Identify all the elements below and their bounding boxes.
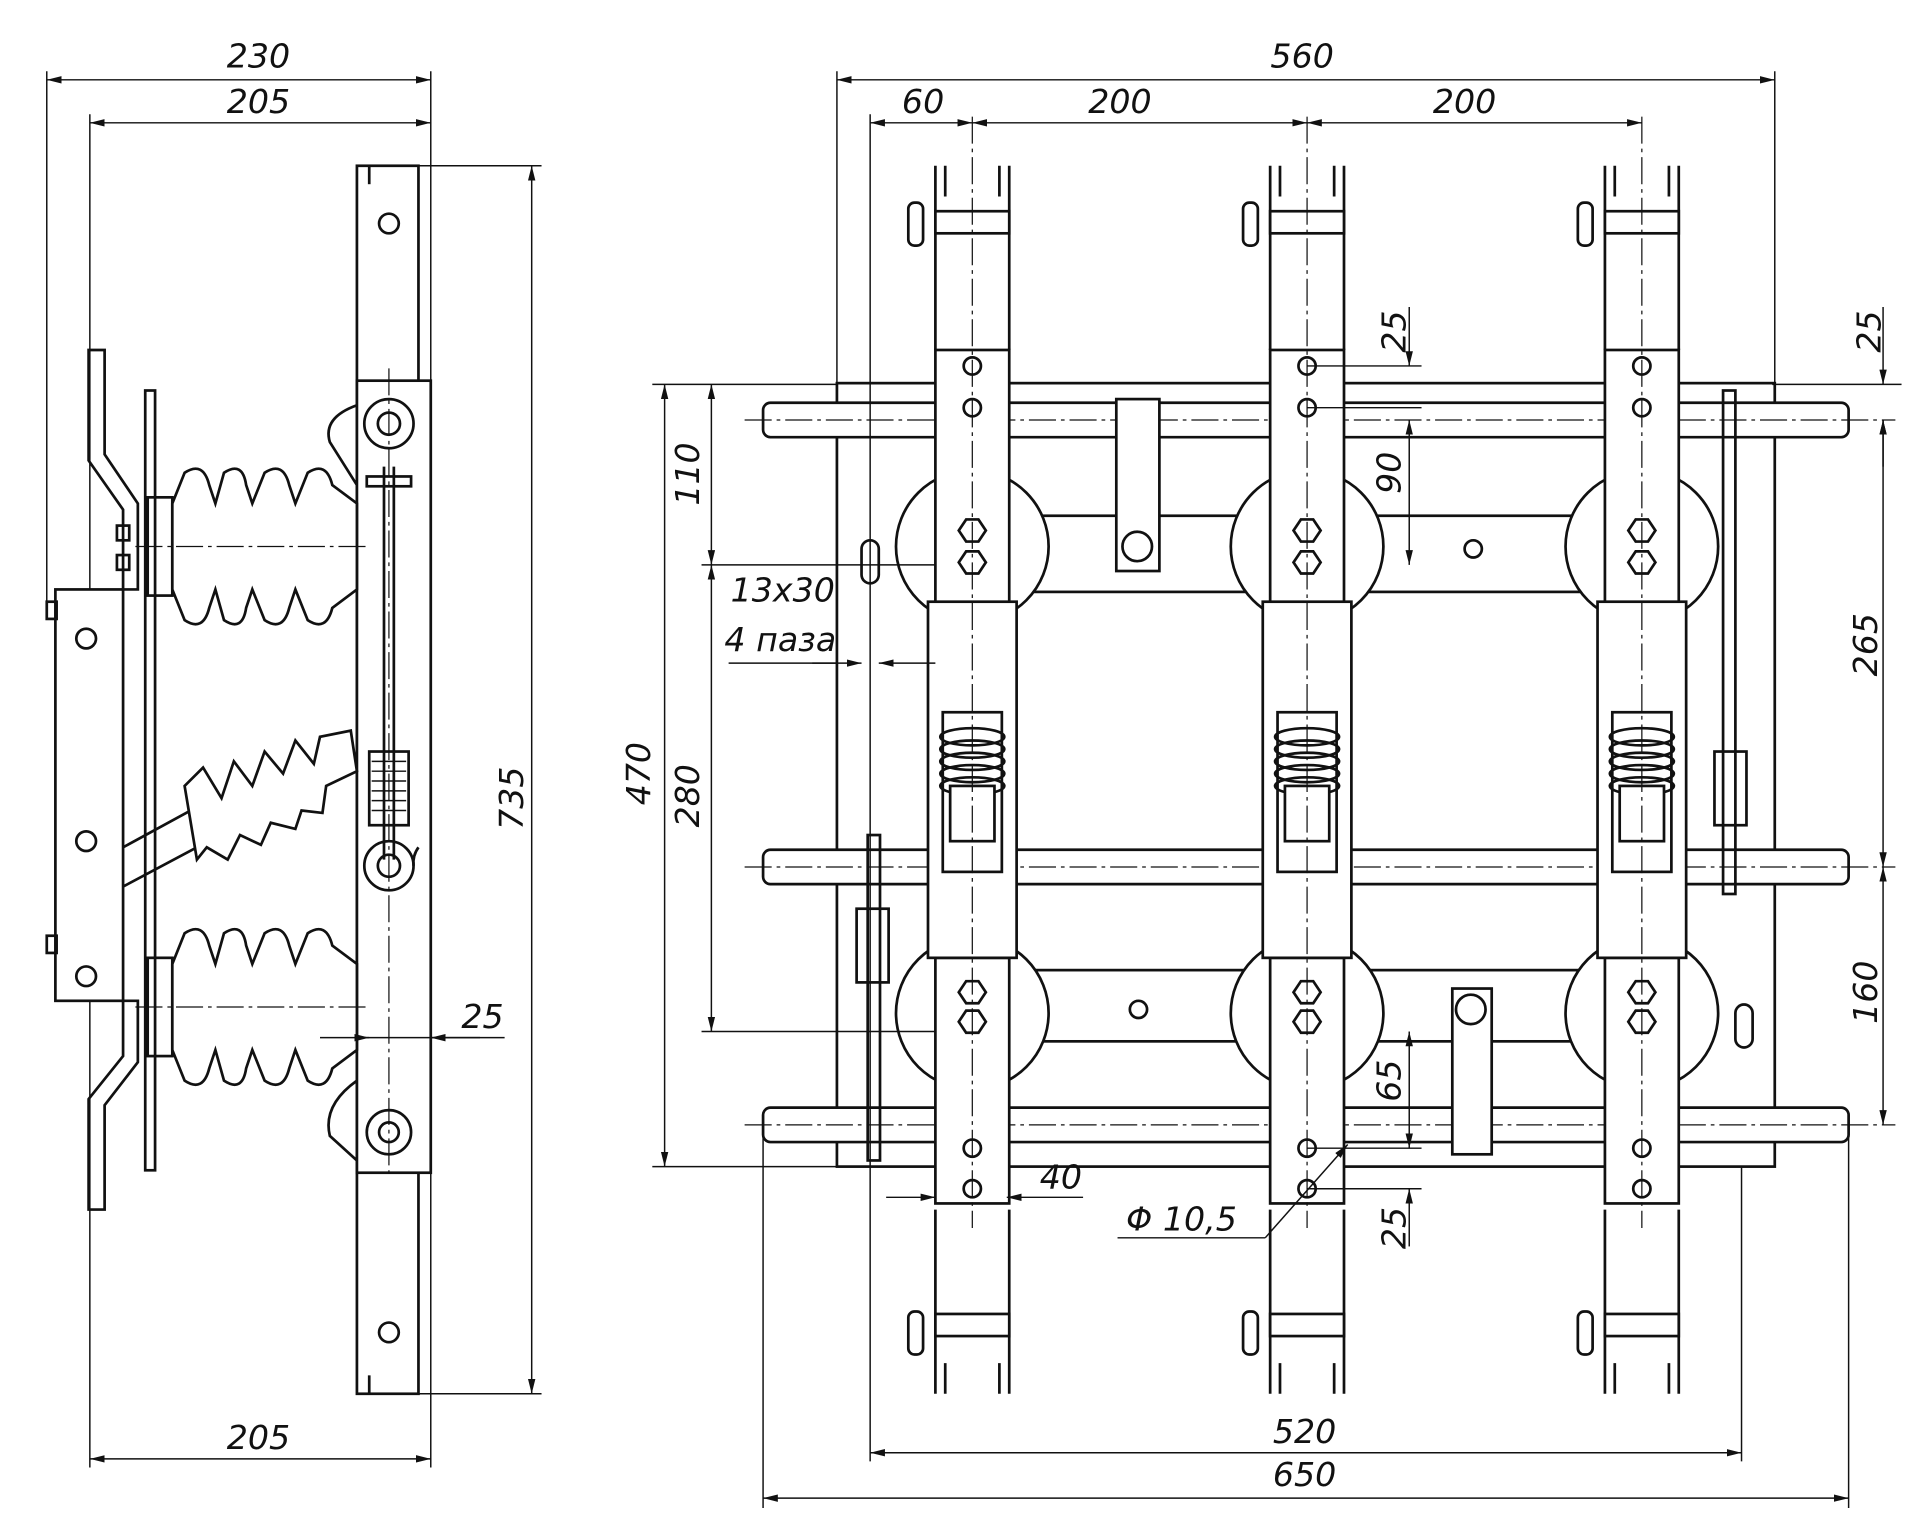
dim-65: 65 [1370, 1060, 1409, 1102]
dim-25-top-holes: 25 [1375, 310, 1414, 352]
dim-230: 230 [227, 37, 290, 76]
hex-nut-icon [957, 1009, 988, 1035]
front-view: 560 60 200 200 470 110 280 13x30 4 паза … [619, 37, 1902, 1508]
hex-nut-icon [1626, 1009, 1658, 1035]
dim-25-right: 25 [1850, 310, 1889, 352]
bolt-icon [906, 1310, 925, 1356]
hex-nut-icon [1291, 550, 1323, 575]
dim-280: 280 [668, 764, 707, 827]
hex-nut-icon [957, 550, 988, 575]
dim-650: 650 [1273, 1455, 1336, 1494]
dim-560: 560 [1270, 37, 1333, 76]
dim-25-side: 25 [461, 997, 503, 1036]
side-view: 230 205 735 25 205 [45, 37, 542, 1468]
dim-90: 90 [1370, 452, 1409, 494]
bolt-icon [906, 201, 925, 247]
dim-hole-diameter: Φ 10,5 [1126, 1199, 1237, 1238]
bolt-icon [1576, 1310, 1594, 1356]
hex-nut-icon [1291, 1009, 1323, 1035]
dim-60: 60 [902, 82, 944, 121]
dim-265: 265 [1846, 613, 1885, 676]
slot-size-label: 13x30 [731, 571, 835, 610]
dim-205-top: 205 [227, 82, 290, 121]
dim-205-bottom: 205 [227, 1418, 290, 1457]
hex-nut-icon [1626, 979, 1658, 1005]
dim-40: 40 [1040, 1158, 1082, 1197]
bolt-icon [1576, 201, 1594, 247]
dim-200-a: 200 [1088, 82, 1151, 121]
hex-nut-icon [957, 979, 988, 1005]
dim-160: 160 [1846, 961, 1885, 1024]
dim-25-bottom-holes: 25 [1375, 1207, 1414, 1249]
hex-nut-icon [1291, 518, 1323, 543]
hex-nut-icon [957, 518, 988, 543]
dim-470: 470 [619, 742, 658, 805]
dim-735: 735 [492, 767, 531, 830]
hex-nut-icon [1626, 550, 1658, 575]
bolt-icon [1241, 1310, 1260, 1356]
dim-200-b: 200 [1433, 82, 1496, 121]
hex-nut-icon [1626, 518, 1658, 543]
bolt-icon [1241, 201, 1260, 247]
slot-count-label: 4 паза [724, 620, 836, 659]
dim-520: 520 [1273, 1412, 1336, 1451]
hex-nut-icon [1291, 979, 1323, 1005]
dim-110: 110 [668, 442, 707, 505]
poles [894, 116, 1720, 1394]
